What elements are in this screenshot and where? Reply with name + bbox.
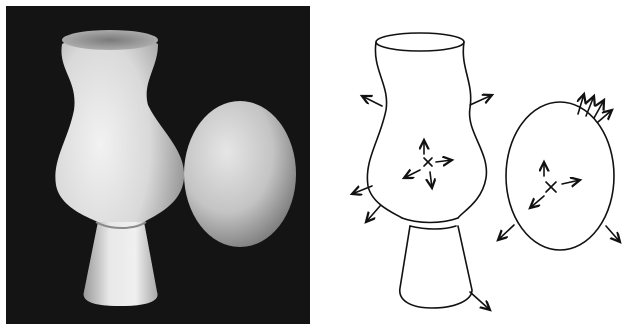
photo-image xyxy=(0,0,316,329)
center-cross-egg xyxy=(530,162,580,208)
normal-arrows-vase xyxy=(352,95,492,310)
egg-photo xyxy=(184,101,296,247)
photo-panel xyxy=(0,0,316,329)
vase-rim xyxy=(62,30,158,50)
center-cross-vase xyxy=(404,140,452,188)
sketch-panel xyxy=(330,0,624,329)
egg-outline xyxy=(506,102,614,250)
normal-arrows-egg xyxy=(498,225,620,242)
vase-outline xyxy=(367,33,486,308)
sketch-drawing xyxy=(330,0,624,329)
